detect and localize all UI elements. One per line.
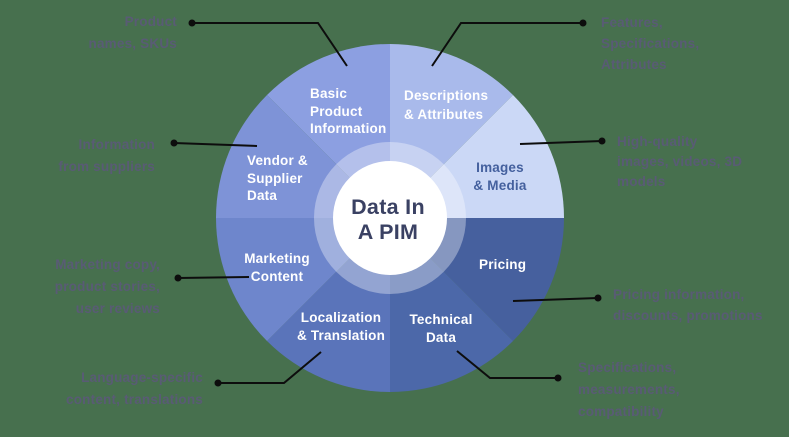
connector-dot-pricing-information	[594, 294, 602, 302]
connector-dot-high-quality	[598, 137, 606, 145]
connector-dots	[170, 19, 606, 387]
connector-pricing-information	[512, 297, 599, 302]
connector-product-names	[192, 22, 348, 67]
connector-high-quality	[519, 140, 603, 145]
connector-dot-features	[579, 19, 587, 27]
connector-specifications	[456, 350, 558, 379]
connector-marketing-copy	[177, 276, 250, 279]
connector-features	[431, 22, 583, 67]
connector-dot-specifications	[554, 374, 562, 382]
connector-dot-marketing-copy	[174, 274, 182, 282]
center-circle	[333, 161, 447, 275]
connector-dot-language-specific	[214, 379, 222, 387]
connector-dot-product-names	[188, 19, 196, 27]
connector-dot-suppliers	[170, 139, 178, 147]
connector-lines	[173, 22, 603, 384]
connector-language-specific	[218, 351, 322, 384]
connector-suppliers	[173, 142, 258, 147]
